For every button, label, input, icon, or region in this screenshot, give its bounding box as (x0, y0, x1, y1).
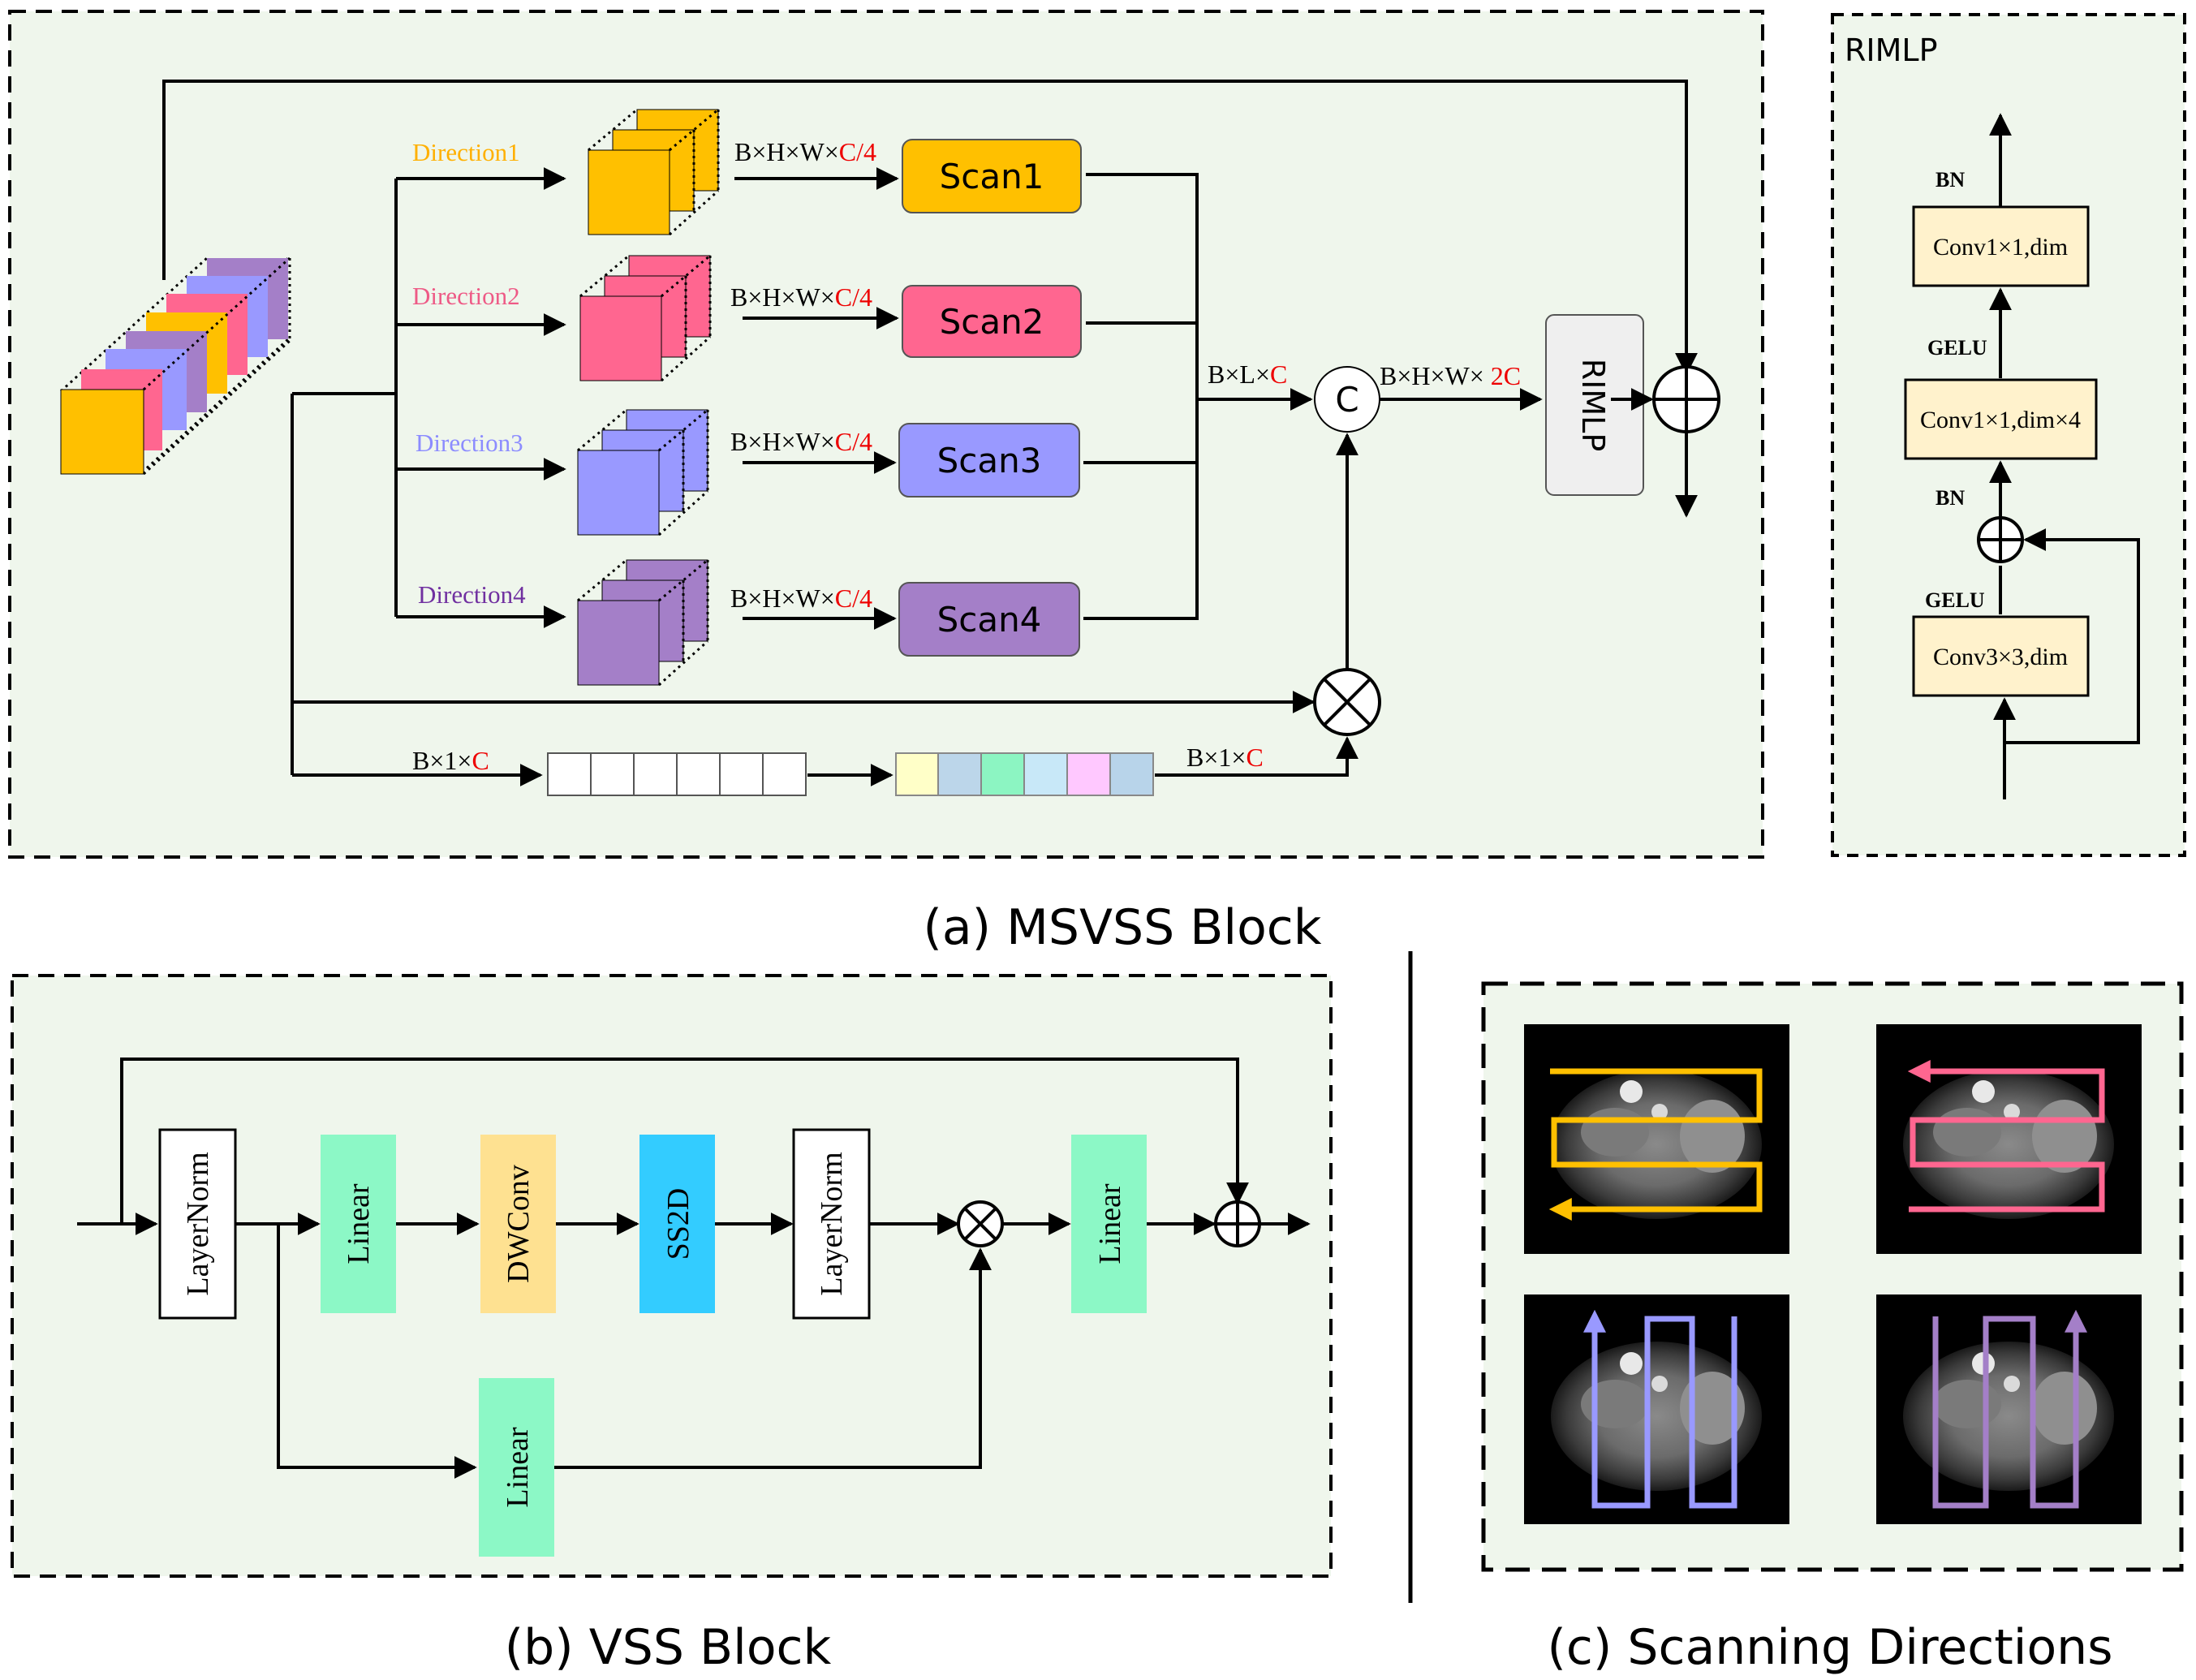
vss-linear1-box: Linear (321, 1135, 396, 1313)
scan-path-direction3 (1583, 1309, 1737, 1509)
vss-dwconv-label: DWConv (502, 1165, 536, 1283)
channel-vector-empty (547, 752, 807, 796)
vss-layernorm2-box: LayerNorm (792, 1128, 871, 1320)
rimlp-title: RIMLP (1845, 32, 1937, 68)
vss-linear2-label: Linear (501, 1427, 535, 1508)
msvss-panel (8, 10, 1764, 859)
scan-path-direction1 (1548, 1068, 1763, 1221)
rimlp-residual-line (2004, 528, 2140, 744)
rimlp-bn-label-top: BN (1935, 168, 1965, 192)
caption-a: (a) MSVSS Block (923, 899, 1321, 956)
shape-label-3: B×H×W×C/4 (730, 427, 872, 456)
concat-node: C (1314, 366, 1380, 433)
rimlp-conv2-label: Conv1×1,dim×4 (1920, 407, 2081, 433)
vector-shape-label-2: B×1×C (1186, 743, 1264, 772)
scan4-box: Scan4 (898, 582, 1080, 657)
scan4-label: Scan4 (937, 600, 1042, 640)
vector-to-multiply-arrow (1155, 736, 1359, 777)
rimlp-conv3-label: Conv3×3,dim (1933, 644, 2068, 670)
scan-tile-4 (1876, 1294, 2142, 1524)
scan-tile-3 (1524, 1294, 1789, 1524)
shape-label-1: B×H×W×C/4 (734, 137, 876, 166)
scan3-box: Scan3 (898, 423, 1080, 498)
shape-label-2: B×H×W×C/4 (730, 282, 872, 312)
vss-linear1-label: Linear (342, 1183, 376, 1264)
direction4-label: Direction4 (418, 580, 526, 609)
vss-add-node (1214, 1200, 1261, 1247)
shape-label-4: B×H×W×C/4 (730, 584, 872, 613)
vss-layernorm2-label: LayerNorm (815, 1152, 849, 1295)
vss-linear2-box: Linear (479, 1378, 554, 1557)
scan-path-direction2 (1907, 1060, 2105, 1213)
concat-shape-label: B×L×C (1208, 360, 1287, 389)
concat-symbol: C (1335, 380, 1359, 420)
vss-ss2d-label: SS2D (661, 1188, 695, 1260)
msvss-add-node (1652, 365, 1720, 433)
direction4-cube (577, 558, 709, 687)
rimlp-conv2-box: Conv1×1,dim×4 (1904, 378, 2098, 460)
direction1-cube (588, 108, 720, 236)
channel-vector-weighted (895, 752, 1154, 796)
scan1-label: Scan1 (940, 157, 1044, 196)
scan3-label: Scan3 (937, 441, 1042, 480)
rimlp-gelu-label-top: GELU (1927, 336, 1987, 360)
input-feature-stack (59, 256, 291, 476)
vss-gate-to-multiply (554, 1247, 992, 1469)
vss-layernorm1-box: LayerNorm (158, 1128, 237, 1320)
caption-c: (c) Scanning Directions (1548, 1619, 2113, 1676)
vss-ss2d-box: SS2D (639, 1135, 715, 1313)
direction3-cube (577, 408, 709, 536)
scan-tile-2 (1876, 1024, 2142, 1254)
rimlp-box: RIMLP (1545, 314, 1644, 496)
rimlp-bn-label-mid: BN (1935, 486, 1965, 510)
vss-skip-line (120, 1058, 1249, 1224)
out-shape-label: B×H×W× 2C (1380, 361, 1521, 390)
scan1-box: Scan1 (902, 139, 1082, 213)
scan-tile-1 (1524, 1024, 1789, 1254)
direction2-label: Direction2 (412, 282, 520, 310)
rimlp-add-node (1977, 516, 2024, 563)
vss-dwconv-box: DWConv (480, 1135, 556, 1313)
vss-linear3-label: Linear (1093, 1183, 1127, 1264)
rimlp-conv1-label: Conv1×1,dim (1933, 234, 2068, 261)
rimlp-conv3-box: Conv3×3,dim (1912, 615, 2090, 697)
direction2-cube (579, 254, 712, 382)
rimlp-conv1-box: Conv1×1,dim (1912, 205, 2090, 287)
scan-path-direction4 (1932, 1309, 2087, 1509)
direction1-label: Direction1 (412, 138, 520, 166)
vector-shape-label-1: B×1×C (412, 746, 489, 775)
scan-merge-lines (1083, 173, 1199, 620)
vss-gate-line (277, 1224, 477, 1479)
scan2-box: Scan2 (902, 285, 1082, 358)
vss-layernorm1-label: LayerNorm (181, 1152, 215, 1295)
caption-b: (b) VSS Block (505, 1619, 832, 1676)
direction3-label: Direction3 (416, 429, 523, 457)
vss-multiply-node (957, 1200, 1004, 1247)
scan2-label: Scan2 (940, 302, 1044, 342)
msvss-multiply-node (1313, 668, 1381, 736)
msvss-skip-line (162, 80, 1698, 376)
vss-linear3-box: Linear (1071, 1135, 1147, 1313)
rimlp-box-label: RIMLP (1575, 359, 1611, 451)
rimlp-gelu-label-bottom: GELU (1925, 588, 1985, 612)
